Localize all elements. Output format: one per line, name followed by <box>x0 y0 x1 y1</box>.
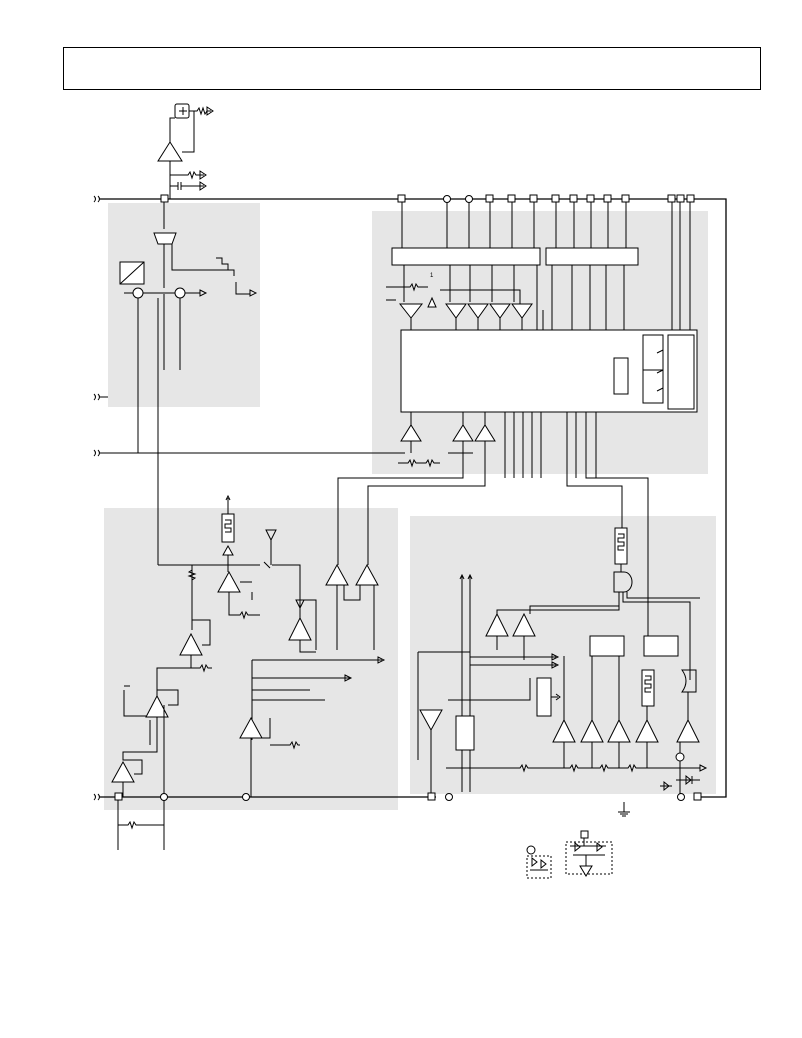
block-top-left <box>108 203 260 407</box>
inverter-mark: 1 <box>430 273 434 279</box>
ground-icon <box>618 802 630 817</box>
legend-components <box>526 830 613 879</box>
core-logic <box>400 329 698 413</box>
header-frame <box>63 47 761 90</box>
led-driver <box>157 103 214 199</box>
comparator-block <box>239 563 386 797</box>
output-amps <box>337 412 649 636</box>
bias-block <box>111 494 301 850</box>
pin-row-top <box>160 194 695 203</box>
switch-matrix: 1 <box>386 202 691 330</box>
fault-logic-block <box>417 527 708 801</box>
tia-block <box>119 202 258 565</box>
pin-row-bottom <box>114 792 453 801</box>
